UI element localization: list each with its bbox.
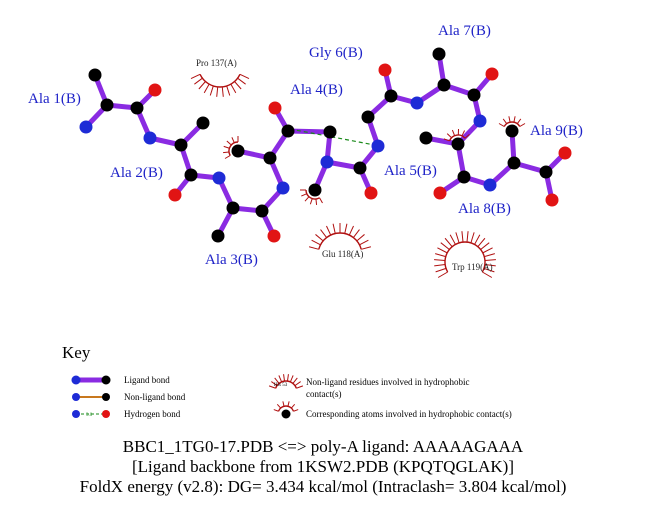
carbon-atom: [231, 144, 245, 158]
carbon-atom: [263, 151, 277, 165]
nitrogen-atom: [410, 96, 424, 110]
key-oxygen-atom: [102, 410, 110, 418]
key-title: Key: [62, 343, 91, 362]
carbon-atom: [226, 201, 240, 215]
carbon-atom: [100, 98, 114, 112]
contact-label-trp119: Trp 119(A): [452, 262, 493, 272]
hydrophobic-contacts: [190, 73, 526, 278]
residue-label-ala8: Ala 8(B): [458, 201, 511, 217]
nitrogen-atom: [79, 120, 93, 134]
carbon-atom: [467, 88, 481, 102]
carbon-atom: [130, 101, 144, 115]
oxygen-atom: [364, 186, 378, 200]
contact-label-glu118: Glu 118(A): [322, 249, 363, 259]
nitrogen-atom: [371, 139, 385, 153]
nitrogen-atom: [320, 155, 334, 169]
hydrophobic-arc-trp119: [434, 231, 496, 278]
caption-line-1: BBC1_1TG0-17.PDB <=> poly-A ligand: AAAA…: [123, 437, 524, 456]
key-nonligand-bond-label: Non-ligand bond: [124, 392, 186, 402]
carbon-atom: [451, 137, 465, 151]
contact-label-pro137: Pro 137(A): [196, 58, 237, 68]
oxygen-atom: [267, 229, 281, 243]
key-ligand-bond-label: Ligand bond: [124, 375, 170, 385]
oxygen-atom: [148, 83, 162, 97]
key-atom-arc-shape: [273, 401, 299, 412]
residue-label-ala2: Ala 2(B): [110, 165, 163, 181]
key-carbon-atom: [101, 375, 111, 385]
carbon-atom: [174, 138, 188, 152]
hydrophobic-arc-glu118: [308, 223, 372, 250]
carbon-atom: [184, 168, 198, 182]
contact-atom-arc-a9cb: [498, 116, 526, 127]
nitrogen-atom: [212, 171, 226, 185]
oxygen-atom: [433, 186, 447, 200]
nitrogen-atom: [143, 131, 157, 145]
carbon-atom: [384, 89, 398, 103]
oxygen-atom: [268, 101, 282, 115]
key-nonligand-residues-label-2: contact(s): [306, 389, 341, 399]
nitrogen-atom: [473, 114, 487, 128]
contact-atom-arc-a8ca: [443, 128, 470, 142]
key-nonligand-residues-label-1: Non-ligand residues involved in hydropho…: [306, 377, 469, 387]
residue-label-ala7: Ala 7(B): [438, 23, 491, 39]
residue-label-ala4: Ala 4(B): [290, 82, 343, 98]
key-hbond-distance: 3.0: [86, 413, 93, 418]
residue-label-ala1: Ala 1(B): [28, 91, 81, 107]
contact-atom-arc-a4cb: [223, 136, 239, 159]
nitrogen-atom: [483, 178, 497, 192]
carbon-atom: [437, 78, 451, 92]
carbon-atom: [308, 183, 322, 197]
carbon-atom: [432, 47, 446, 61]
oxygen-atom: [378, 63, 392, 77]
key-arc-shape: [268, 374, 304, 389]
carbon-atom: [505, 124, 519, 138]
carbon-atom: [196, 116, 210, 130]
key-corresponding-atoms-label: Corresponding atoms involved in hydropho…: [306, 409, 512, 419]
carbon-atom: [323, 125, 337, 139]
ligand-atoms: [79, 47, 572, 243]
key-hydrophobic-arc: [268, 374, 304, 389]
caption-line-3: FoldX energy (v2.8): DG= 3.434 kcal/mol …: [80, 477, 567, 496]
oxygen-atom: [558, 146, 572, 160]
carbon-atom: [88, 68, 102, 82]
residue-label-gly6: Gly 6(B): [309, 45, 363, 61]
residue-label-ala5: Ala 5(B): [384, 163, 437, 179]
carbon-atom: [361, 110, 375, 124]
nitrogen-atom: [276, 181, 290, 195]
carbon-atom: [539, 165, 553, 179]
key-nitrogen-atom-2: [72, 393, 80, 401]
carbon-atom: [211, 229, 225, 243]
carbon-atom: [281, 124, 295, 138]
carbon-atom: [255, 204, 269, 218]
key-legend: Key Ligand bond Non-ligand bond 3.0 Hydr…: [62, 343, 512, 419]
residue-label-ala3: Ala 3(B): [205, 252, 258, 268]
key-carbon-atom-2: [102, 393, 110, 401]
oxygen-atom: [168, 188, 182, 202]
ligand-bond: [285, 128, 333, 135]
residue-label-ala9: Ala 9(B): [530, 123, 583, 139]
key-corresponding-atom: [273, 401, 299, 412]
oxygen-atom: [545, 193, 559, 207]
carbon-atom: [457, 170, 471, 184]
carbon-atom: [353, 161, 367, 175]
caption-line-2: [Ligand backbone from 1KSW2.PDB (KPQTQGL…: [132, 457, 514, 476]
carbon-atom: [507, 156, 521, 170]
hydrophobic-arc-pro137: [190, 73, 250, 97]
contact-atom-arc-a5cb: [300, 189, 323, 205]
key-nitrogen-atom-3: [72, 410, 80, 418]
key-hydrogen-bond-label: Hydrogen bond: [124, 409, 181, 419]
oxygen-atom: [485, 67, 499, 81]
hydrogen-bond-line: [289, 128, 381, 147]
key-corresponding-atom-dot: [281, 409, 291, 419]
key-example-residue: His 53: [274, 383, 288, 388]
key-nitrogen-atom: [71, 375, 81, 385]
carbon-atom: [419, 131, 433, 145]
